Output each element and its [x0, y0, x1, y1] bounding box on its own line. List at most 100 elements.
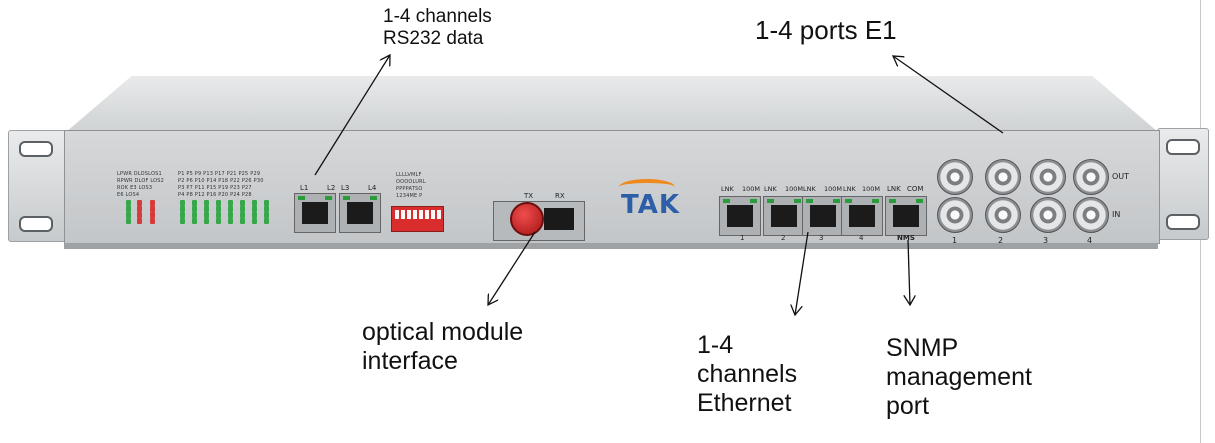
port-led	[192, 206, 197, 212]
port-led	[240, 200, 245, 206]
snmp-annotation-line: SNMP	[886, 334, 959, 362]
optical-rx-port[interactable]	[544, 208, 574, 230]
snmp-annotation-line: port	[886, 391, 930, 420]
optical-tx-label: TX	[524, 192, 534, 200]
e1-in-port-3[interactable]	[1030, 197, 1066, 233]
dip-switch-lever[interactable]	[413, 210, 417, 219]
e1-in-port-1[interactable]	[937, 197, 973, 233]
status-led	[137, 218, 142, 224]
status-led	[126, 218, 131, 224]
dip-label-row: 1234ME P	[396, 193, 423, 199]
e1-out-port-4[interactable]	[1073, 159, 1109, 195]
dip-switch-lever[interactable]	[395, 210, 399, 219]
e1-out-port-1[interactable]	[937, 159, 973, 195]
port-led	[204, 218, 209, 224]
status-label-row: LPWR DLOSLOS1	[117, 171, 162, 177]
ethernet-port-4[interactable]	[841, 196, 883, 236]
dip-label-row: PPPPATSO	[396, 186, 423, 192]
e1-in-label: IN	[1112, 210, 1121, 219]
e1-number-2: 2	[998, 236, 1004, 245]
ethernet-header-label: LNK	[843, 185, 856, 193]
rack-ear-left	[8, 130, 68, 242]
status-led	[137, 206, 142, 212]
dip-label-row: OOOOLURL	[396, 179, 426, 185]
rack-ear-right	[1157, 128, 1209, 240]
port-led	[264, 200, 269, 206]
ethernet-number-2: 2	[781, 234, 786, 242]
port-led	[180, 218, 185, 224]
port-led	[240, 212, 245, 218]
arrow-ethernet	[795, 231, 809, 315]
e1-in-port-4[interactable]	[1073, 197, 1109, 233]
e1-out-port-3[interactable]	[1030, 159, 1066, 195]
arrow-e1	[893, 56, 1004, 134]
ethernet-port-1[interactable]	[719, 196, 761, 236]
dip-switch-lever[interactable]	[407, 210, 411, 219]
mount-slot	[19, 216, 53, 232]
arrow-snmp	[908, 239, 910, 305]
status-led	[126, 200, 131, 206]
port-led	[264, 206, 269, 212]
port-led-label-row: P3 P7 P11 P15 P19 P23 P27	[178, 185, 252, 191]
logo-swoosh-icon	[619, 179, 675, 195]
rs232-label-l2: L2	[327, 184, 336, 192]
port-led	[216, 212, 221, 218]
port-led	[192, 212, 197, 218]
ethernet-port-2[interactable]	[763, 196, 805, 236]
port-led	[204, 206, 209, 212]
dip-label-row: LLLLVMLF	[396, 172, 422, 178]
chassis-top	[66, 76, 1158, 132]
chassis-bottom	[64, 243, 1158, 249]
dip-switch-lever[interactable]	[437, 210, 441, 219]
arrow-rs232	[314, 55, 390, 176]
status-led	[137, 212, 142, 218]
dip-switch[interactable]	[391, 206, 444, 232]
nms-port[interactable]	[885, 196, 927, 236]
dip-switch-lever[interactable]	[419, 210, 423, 219]
dip-switch-lever[interactable]	[425, 210, 429, 219]
rs232-label-l1: L1	[300, 184, 309, 192]
ethernet-annotation: 1-4 channels Ethernet	[697, 331, 797, 417]
port-led	[240, 206, 245, 212]
e1-number-4: 4	[1087, 236, 1093, 245]
e1-number-3: 3	[1043, 236, 1049, 245]
ethernet-header-label: 100M	[785, 185, 804, 193]
mount-slot	[19, 141, 53, 157]
rs232-annotation-line: 1-4 channels	[383, 6, 492, 27]
e1-out-label: OUT	[1112, 172, 1130, 181]
status-led	[137, 200, 142, 206]
rs232-port-1-2[interactable]	[294, 193, 336, 233]
port-led	[264, 218, 269, 224]
nms-label: NMS	[897, 234, 915, 242]
optical-annotation-line: interface	[362, 346, 458, 375]
ethernet-number-4: 4	[859, 234, 864, 242]
e1-annotation: 1-4 ports E1	[755, 15, 897, 45]
port-led	[216, 200, 221, 206]
ethernet-annotation-line: 1-4	[697, 331, 734, 359]
ethernet-annotation-line: channels	[697, 359, 798, 388]
rs232-label-l4: L4	[368, 184, 377, 192]
port-led	[228, 206, 233, 212]
port-led	[180, 200, 185, 206]
status-led	[150, 200, 155, 206]
port-led	[180, 206, 185, 212]
port-led-label-row: P1 P5 P9 P13 P17 P21 P25 P29	[178, 171, 261, 177]
port-led-label-row: P2 P6 P10 P14 P18 P22 P26 P30	[178, 178, 264, 184]
dip-switch-lever[interactable]	[401, 210, 405, 219]
mount-slot	[1166, 214, 1200, 230]
port-led	[240, 218, 245, 224]
status-led	[126, 212, 131, 218]
port-led	[192, 200, 197, 206]
port-led-label-row: P4 P8 P12 P16 P20 P24 P28	[178, 192, 252, 198]
dip-switch-lever[interactable]	[431, 210, 435, 219]
port-led	[204, 212, 209, 218]
ethernet-header-label: LNK	[721, 185, 734, 193]
rs232-label-l3: L3	[341, 184, 350, 192]
rs232-annotation: 1-4 channels RS232 data	[383, 6, 492, 50]
nms-lnk-label: LNK	[887, 185, 901, 193]
ethernet-number-1: 1	[740, 234, 745, 242]
e1-in-port-2[interactable]	[985, 197, 1021, 233]
rs232-port-3-4[interactable]	[339, 193, 381, 233]
optical-tx-port[interactable]	[510, 202, 544, 236]
e1-out-port-2[interactable]	[985, 159, 1021, 195]
